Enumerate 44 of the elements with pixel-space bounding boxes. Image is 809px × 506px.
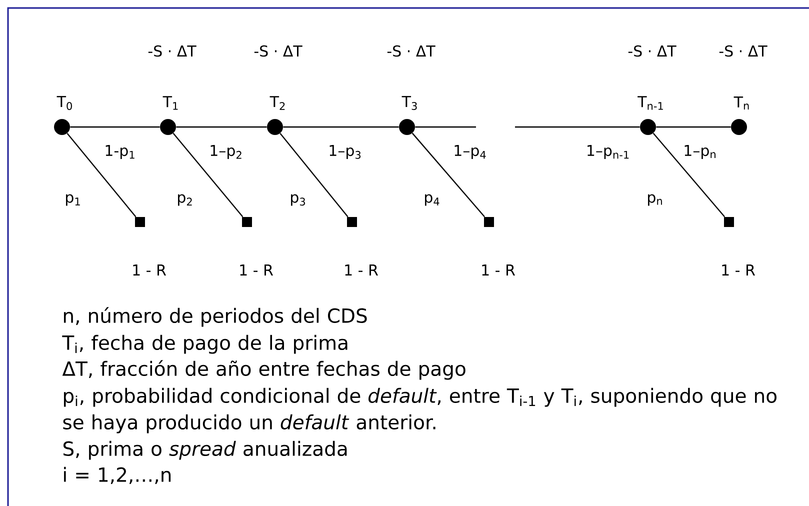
- branch-line: [66, 132, 136, 218]
- probability-label: 1–p$_{n-1}$: [588, 144, 629, 160]
- date-label: T$_{3}$: [402, 96, 417, 110]
- probability-label: 1–p$_{4}$: [454, 144, 486, 160]
- branch-line: [176, 126, 267, 128]
- definition-text: p$_{i}$, probabilidad condicional de default, entre T$_{i-1}$ y T$_{i}$, suponiendo que no se haya producido un default anterior.: [63, 388, 776, 434]
- branch-line: [172, 132, 244, 218]
- probability-label: p$_{n}$: [648, 194, 662, 206]
- probability-label: 1-p$_{1}$: [106, 144, 134, 160]
- probability-label: p$_{4}$: [425, 194, 440, 206]
- probability-label: p$_{2}$: [178, 194, 192, 206]
- payment-label: -S · ΔT: [719, 45, 768, 57]
- recovery-label: 1 - R: [482, 264, 516, 276]
- recovery-label: 1 - R: [345, 264, 378, 276]
- date-label: T$_{2}$: [270, 96, 285, 110]
- probability-label: p$_{1}$: [66, 194, 80, 206]
- recovery-label: 1 - R: [722, 264, 755, 276]
- payment-label: -S · ΔT: [387, 45, 436, 57]
- definition-text: i = 1,2,…,n: [64, 466, 171, 484]
- payment-label: -S · ΔT: [628, 45, 676, 57]
- recovery-label: 1 - R: [240, 264, 274, 276]
- branch-line: [652, 132, 726, 218]
- branch-line: [70, 126, 160, 128]
- recovery-label: 1 - R: [133, 264, 166, 276]
- probability-label: 1–p$_{3}$: [330, 144, 361, 160]
- date-label: T$_{0}$: [56, 96, 72, 110]
- probability-label: 1–p$_{2}$: [210, 144, 242, 160]
- probability-label: 1–p$_{n}$: [684, 144, 716, 160]
- branch-line: [515, 126, 640, 128]
- branch-line: [412, 132, 485, 218]
- payment-label: -S · ΔT: [254, 45, 302, 57]
- definition-text: S, prima o spread anualizada: [64, 440, 347, 460]
- branch-line: [280, 132, 348, 218]
- definition-text: ΔT, fracción de año entre fechas de pago: [62, 360, 466, 380]
- branch-line: [283, 126, 399, 128]
- branch-line: [415, 126, 476, 128]
- definition-text: T$_{i}$, fecha de pago de la prima: [62, 334, 348, 354]
- payment-label: -S · ΔT: [148, 45, 196, 57]
- date-label: T$_{n}$: [734, 96, 749, 110]
- probability-label: p$_{3}$: [291, 194, 305, 206]
- date-label: T$_{1}$: [162, 96, 178, 110]
- branch-line: [656, 126, 731, 128]
- definition-text: n, número de periodos del CDS: [64, 307, 367, 327]
- date-label: T$_{n-1}$: [638, 96, 663, 110]
